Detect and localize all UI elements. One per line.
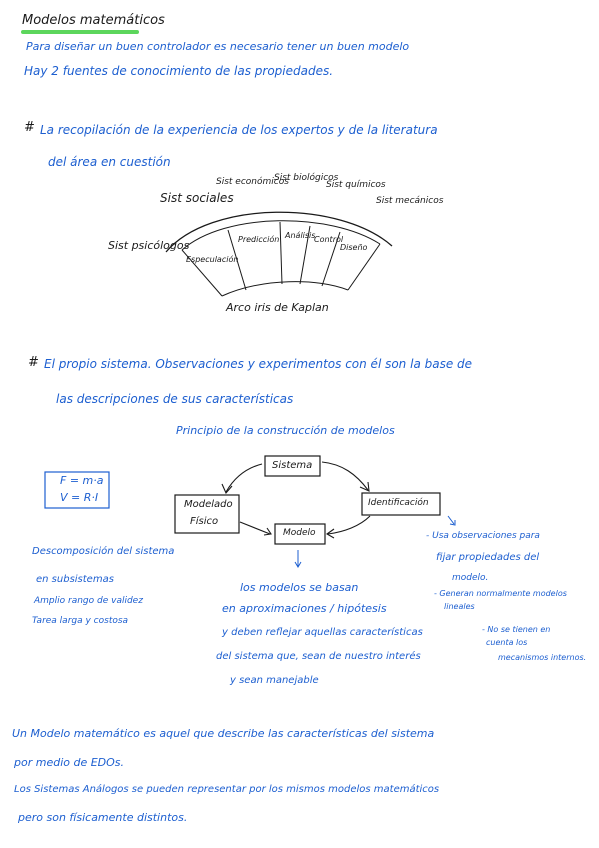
- closing-line-4: pero son físicamente distintos.: [18, 811, 188, 824]
- source-2-line-1: El propio sistema. Observaciones y exper…: [44, 357, 473, 371]
- band-especulacion: Especulación: [186, 255, 239, 264]
- source-1-line-1: La recopilación de la experiencia de los…: [40, 123, 438, 137]
- side-note-2: cuenta los: [486, 638, 528, 647]
- source-2-line-2: las descripciones de sus características: [56, 392, 294, 406]
- band-prediccion: Predicción: [238, 235, 280, 244]
- box-modelado-line-2: Físico: [190, 516, 219, 527]
- formula-voltage: V = R·I: [60, 491, 99, 504]
- closing-line-2: por medio de EDOs.: [14, 756, 125, 769]
- center-note-2: en aproximaciones / hipótesis: [222, 602, 387, 615]
- center-note-5: y sean manejable: [230, 675, 319, 686]
- side-note-1: - No se tienen en: [482, 625, 551, 634]
- intro-line-1: Para diseñar un buen controlador es nece…: [26, 40, 410, 53]
- center-note-1: los modelos se basan: [240, 581, 359, 594]
- side-note-3: mecanismos internos.: [498, 653, 587, 662]
- right-note-3: modelo.: [452, 573, 489, 583]
- page-title: Modelos matemáticos: [22, 13, 165, 28]
- rainbow-label-mecanicos: Sist mecánicos: [376, 196, 444, 206]
- box-sistema: Sistema: [272, 460, 313, 471]
- center-note-3: y deben reflejar aquellas característica…: [222, 627, 423, 638]
- rainbow-label-sociales: Sist sociales: [160, 191, 234, 205]
- right-note-1: - Usa observaciones para: [426, 531, 540, 541]
- right-note-4: - Generan normalmente modelos: [434, 589, 567, 598]
- source-1-line-2: del área en cuestión: [48, 155, 171, 169]
- rainbow-caption: Arco iris de Kaplan: [226, 301, 329, 314]
- rainbow-label-psicologos: Sist psicólogos: [108, 239, 190, 252]
- intro-line-2: Hay 2 fuentes de conocimiento de las pro…: [24, 64, 334, 78]
- left-note-2: en subsistemas: [36, 574, 114, 585]
- center-note-4: del sistema que, sean de nuestro interés: [216, 651, 421, 662]
- band-control: Control: [314, 235, 344, 244]
- left-note-1: Descomposición del sistema: [32, 546, 175, 557]
- closing-line-3: Los Sistemas Análogos se pueden represen…: [14, 784, 440, 795]
- right-note-5: lineales: [444, 602, 475, 611]
- band-analisis: Análisis: [285, 231, 316, 240]
- closing-line-1: Un Modelo matemático es aquel que descri…: [12, 727, 435, 740]
- title-highlight: [21, 30, 139, 34]
- principle-title: Principio de la construcción de modelos: [176, 424, 395, 437]
- formula-force: F = m·a: [60, 474, 104, 487]
- bullet-marker-1: #: [24, 120, 35, 135]
- bullet-marker-2: #: [28, 355, 39, 370]
- left-note-4: Tarea larga y costosa: [32, 616, 129, 626]
- box-modelo: Modelo: [283, 528, 316, 538]
- rainbow-label-quimicos: Sist químicos: [326, 180, 386, 190]
- right-note-2: fijar propiedades del: [436, 552, 540, 563]
- box-identificacion: Identificación: [368, 498, 429, 508]
- rainbow-label-biologicos: Sist biológicos: [274, 173, 339, 183]
- rainbow-label-economicos: Sist económicos: [216, 177, 289, 187]
- band-diseno: Diseño: [340, 243, 368, 252]
- box-modelado-line-1: Modelado: [184, 499, 233, 510]
- left-note-3: Amplio rango de validez: [34, 596, 143, 606]
